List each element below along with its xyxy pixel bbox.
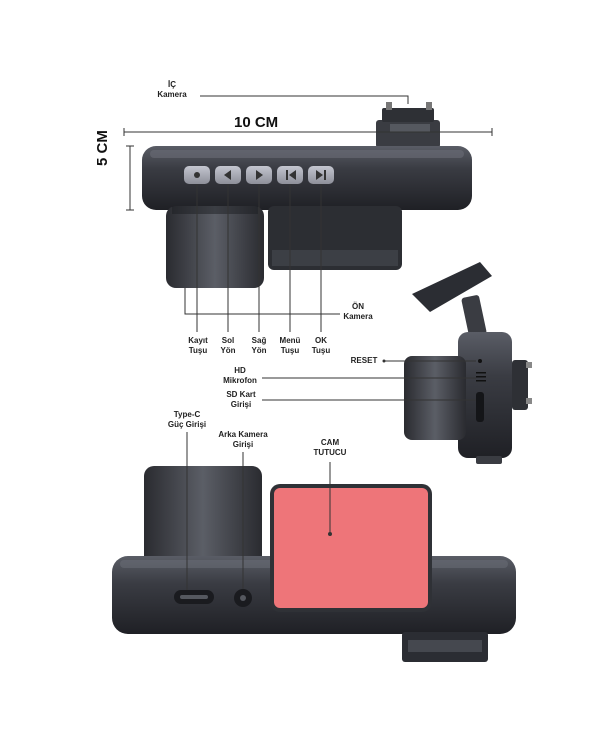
front-lens [166,206,264,288]
interior-camera-mount [376,102,440,148]
device-body-top [142,146,472,210]
height-label: 5 CM [94,130,111,166]
ok-icon [316,170,323,180]
record-icon [194,172,200,178]
side-view [404,262,532,464]
width-label: 10 CM [234,114,279,131]
adhesive-pad [274,488,428,608]
label-reset: RESET [350,356,378,365]
button-row [184,166,334,184]
left-arrow-icon [224,170,231,180]
menu-icon [289,170,296,180]
reset-hole[interactable] [478,359,482,363]
right-arrow-icon [256,170,263,180]
sd-card-slot[interactable] [476,392,484,422]
